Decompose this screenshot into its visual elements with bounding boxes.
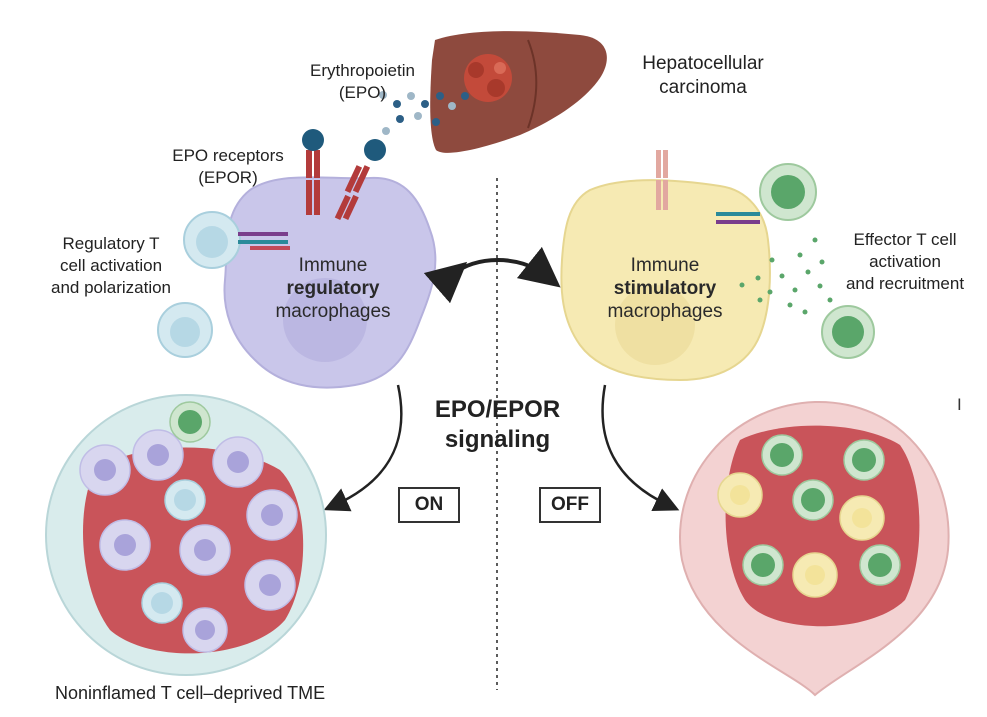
reg-line2: regulatory <box>286 278 380 299</box>
off-box: OFF <box>539 487 601 523</box>
text-cursor-icon: I <box>957 395 962 414</box>
epor-label: EPO receptors (EPOR) <box>172 146 284 187</box>
cytokine-dots-icon <box>739 237 833 315</box>
tme-left-label: Noninflamed T cell–deprived TME <box>55 683 326 703</box>
reg-line3: macrophages <box>275 301 391 322</box>
left-tme-circle <box>45 394 327 676</box>
stim-line1: Immune <box>630 255 700 276</box>
stimulatory-macrophage <box>560 179 771 382</box>
epo-molecules-icon <box>379 91 469 135</box>
epo-receptor-right-icon <box>656 150 668 210</box>
signaling-label: EPO/EPOR signaling <box>434 396 561 453</box>
epo-label: Erythropoietin (EPO) <box>310 61 415 102</box>
hcc-label: Hepatocellular carcinoma <box>642 53 764 98</box>
teff-label: Effector T cell activation and recruitme… <box>845 230 965 293</box>
stimulatory-macrophage-label: Immune stimulatory macrophages <box>585 254 745 323</box>
regulatory-t-cell-icon <box>157 211 290 358</box>
liver-icon <box>430 31 607 153</box>
right-down-arrow <box>601 384 680 511</box>
stim-line3: macrophages <box>607 301 723 322</box>
treg-label: Regulatory T cell activation and polariz… <box>50 234 172 297</box>
bidirectional-arrow <box>423 246 561 304</box>
effector-t-cell-icon <box>716 163 875 359</box>
left-down-arrow <box>323 384 403 512</box>
regulatory-macrophage-label: Immune regulatory macrophages <box>258 254 408 323</box>
right-tme-circle <box>679 400 950 697</box>
stim-line2: stimulatory <box>613 278 717 299</box>
on-box: ON <box>398 487 460 523</box>
regulatory-macrophage <box>223 176 437 389</box>
epo-receptor-icon <box>302 129 386 221</box>
reg-line1: Immune <box>298 255 368 276</box>
